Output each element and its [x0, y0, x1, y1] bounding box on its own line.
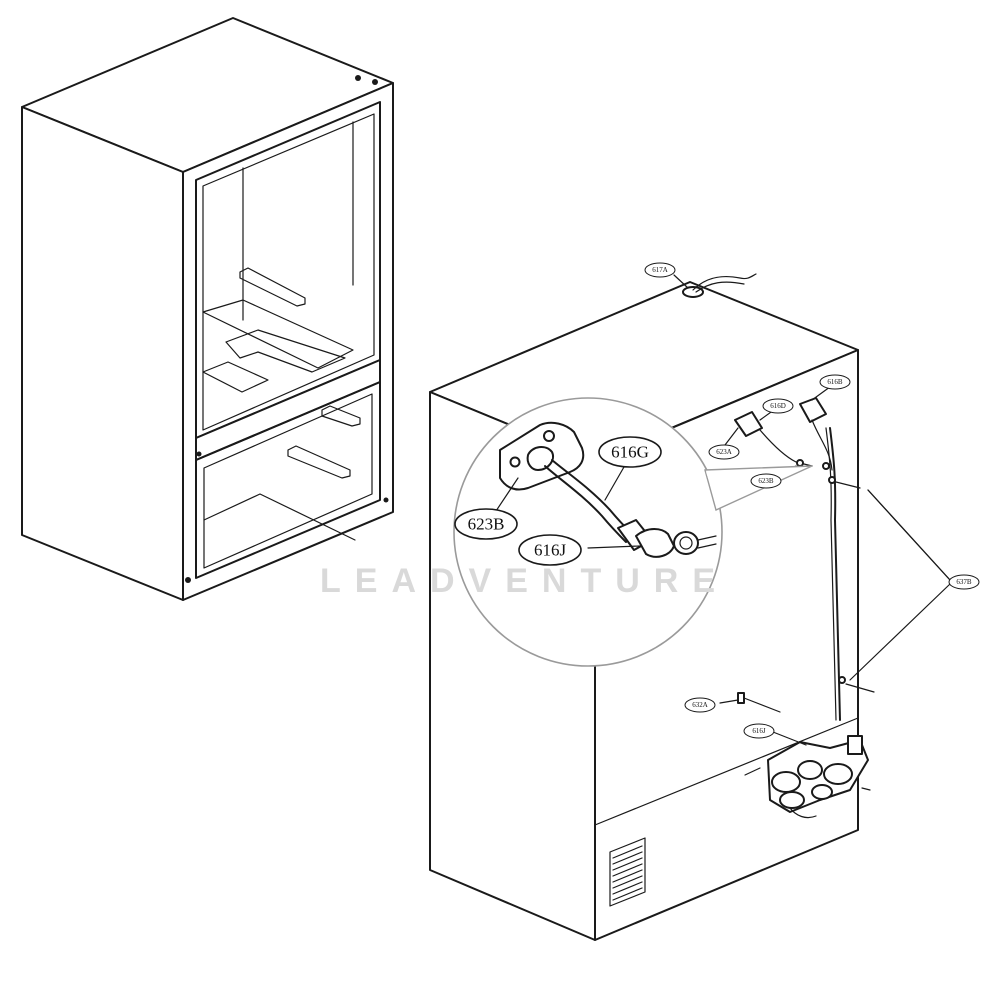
water-tube-vertical [829, 427, 841, 721]
svg-text:616D: 616D [770, 402, 786, 410]
machine-compartment-line [594, 717, 859, 826]
tube-segment [811, 419, 833, 471]
tube-fitting [799, 397, 827, 423]
leader-line [724, 427, 739, 446]
zoom-detail: LEADVENTURE 616G 623B 616J [320, 397, 813, 667]
shelf-bracket [239, 267, 306, 307]
cabinet-front-view [21, 17, 394, 601]
callout-label: 623B [468, 515, 505, 534]
cabinet-front-frame [182, 82, 394, 601]
water-line-tube [692, 273, 757, 291]
clamp-icon [822, 462, 830, 470]
water-tube-vertical-edge [825, 427, 837, 721]
clamp-icon [828, 476, 836, 484]
watermark-text: LEADVENTURE [320, 562, 729, 600]
svg-text:623B: 623B [758, 477, 774, 485]
tube-nut-icon [673, 531, 699, 555]
callout-632A: 632A [684, 697, 716, 713]
clamp-icon [796, 459, 804, 467]
screw-hole-icon [509, 456, 521, 468]
screw-icon [737, 692, 781, 713]
water-tube-detail-edge [544, 465, 627, 543]
screw-icon [835, 481, 861, 489]
leader-line [719, 699, 739, 704]
freezer-floor-line [203, 493, 356, 541]
vent-grille [609, 837, 646, 907]
screw-icon [196, 451, 202, 457]
fridge-floor [202, 299, 354, 369]
callout-616B: 616B [819, 374, 851, 390]
fridge-inner-edge [202, 113, 375, 431]
screw-icon [845, 683, 875, 693]
freezer-inner-edge [203, 393, 373, 569]
tube-segment [759, 429, 813, 467]
svg-text:616J: 616J [752, 727, 766, 735]
holder-boss [526, 446, 554, 471]
screw-icon [372, 79, 378, 85]
freezer-opening [195, 381, 381, 579]
freezer-rail-upper [287, 445, 351, 479]
crisper-cover [202, 361, 269, 393]
freezer-rail-back [321, 405, 361, 427]
svg-text:623A: 623A [716, 448, 732, 456]
callout-616J-small: 616J [743, 723, 775, 739]
grommet-icon [682, 286, 704, 298]
fridge-floor-panel [225, 329, 346, 373]
svg-text:637B: 637B [956, 578, 972, 586]
callout-623B: 623B [454, 508, 518, 540]
leader-line [849, 583, 951, 681]
water-valve-assembly [744, 731, 871, 819]
callout-637B: 637B [948, 574, 980, 590]
callout-623B-small: 623B [750, 473, 782, 489]
callout-616G: 616G [598, 436, 662, 468]
tube-holder-icon [734, 411, 763, 437]
callout-label: 616J [534, 541, 567, 560]
tube-end [697, 535, 717, 549]
clamp-icon [838, 676, 846, 684]
callout-623A: 623A [708, 444, 740, 460]
leader-line [587, 545, 641, 549]
screw-hole-icon [543, 430, 555, 442]
svg-text:632A: 632A [692, 701, 708, 709]
svg-text:616B: 616B [827, 378, 843, 386]
callout-616D: 616D [762, 398, 794, 414]
callout-616J: 616J [518, 534, 582, 566]
callout-label: 616G [611, 443, 649, 462]
screw-icon [185, 577, 191, 583]
callout-617A: 617A [644, 262, 689, 289]
water-line-tube [695, 281, 745, 293]
svg-text:617A: 617A [652, 266, 668, 274]
tube-nut-bore [679, 536, 693, 550]
cabinet-side-face [21, 106, 184, 601]
screw-icon [355, 75, 361, 81]
screw-icon [383, 497, 389, 503]
